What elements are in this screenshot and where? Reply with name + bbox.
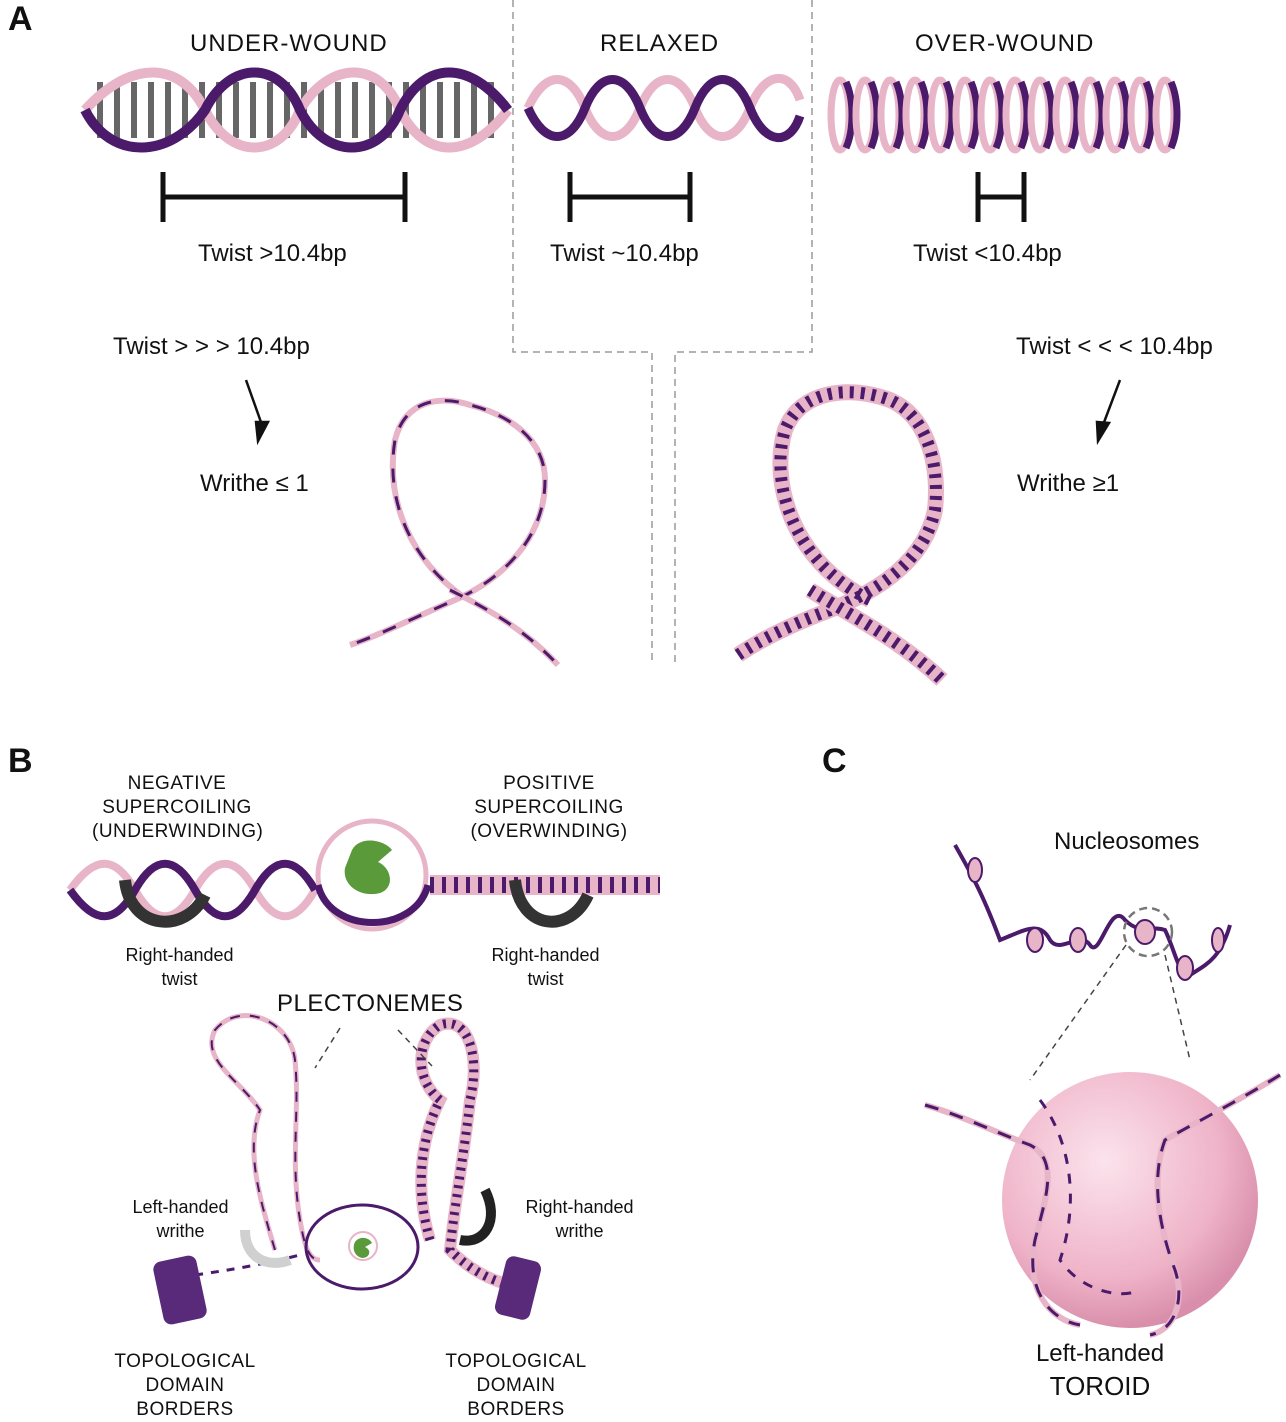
over-wound-twist: Twist <10.4bp xyxy=(913,240,1062,267)
panel-label-b: B xyxy=(8,742,33,780)
under-wound-title: UNDER-WOUND xyxy=(190,30,388,57)
coil-strand xyxy=(1042,80,1056,150)
b-center-ellipse xyxy=(304,1203,420,1291)
panel-label-a: A xyxy=(8,0,33,38)
right-right-handed-twist: Right-handed twist xyxy=(478,943,613,991)
right-writhe-arrow xyxy=(459,1187,496,1246)
coil-strand xyxy=(1017,80,1031,150)
plectonemes-title: PLECTONEMES xyxy=(277,990,464,1017)
right-writhe-line-2: writhe xyxy=(555,1221,604,1241)
left-twist-line-1: Right-handed xyxy=(125,945,234,965)
border-left-line-1: TOPOLOGICAL xyxy=(114,1351,256,1372)
coil-strand xyxy=(917,80,931,150)
writhe-arrows xyxy=(244,379,1122,446)
positive-line-2: SUPERCOILING xyxy=(474,797,624,818)
border-left-line-3: BORDERS xyxy=(136,1399,234,1420)
topological-borders-right: TOPOLOGICAL DOMAIN BORDERS xyxy=(431,1350,601,1422)
over-wound-twist-extreme: Twist < < < 10.4bp xyxy=(1016,333,1213,360)
relaxed-twist: Twist ~10.4bp xyxy=(550,240,699,267)
negative-line-3: (UNDERWINDING) xyxy=(92,821,264,842)
panel-label-c: C xyxy=(822,742,847,780)
b-left-plectoneme xyxy=(194,1013,321,1277)
negative-supercoiling-label: NEGATIVE SUPERCOILING (UNDERWINDING) xyxy=(92,772,264,844)
zoom-lines xyxy=(1029,944,1191,1081)
left-twist-line-2: twist xyxy=(161,969,198,989)
over-wound-title: OVER-WOUND xyxy=(915,30,1095,57)
plectoneme-pointer-lines xyxy=(314,1027,433,1069)
left-right-handed-twist: Right-handed twist xyxy=(112,943,247,991)
border-right-line-2: DOMAIN xyxy=(476,1375,556,1396)
c-toroid-dna xyxy=(924,1072,1282,1338)
coil-strand xyxy=(1092,80,1106,150)
negative-line-2: SUPERCOILING xyxy=(102,797,252,818)
negative-supercoil-loop xyxy=(349,397,561,668)
under-wound-writhe: Writhe ≤ 1 xyxy=(200,470,309,497)
b-left-twist-arrow xyxy=(119,879,211,928)
left-writhe-line-2: writhe xyxy=(156,1221,205,1241)
coil-strand xyxy=(1117,80,1131,150)
coil-strand xyxy=(1167,80,1181,150)
right-handed-writhe: Right-handed writhe xyxy=(512,1195,647,1243)
coil-strand xyxy=(892,80,906,150)
border-right-line-3: BORDERS xyxy=(467,1399,565,1420)
coil-strand xyxy=(842,80,856,150)
right-twist-line-1: Right-handed xyxy=(491,945,600,965)
positive-supercoiling-label: POSITIVE SUPERCOILING (OVERWINDING) xyxy=(464,772,634,844)
positive-line-1: POSITIVE xyxy=(503,773,595,794)
relaxed-title: RELAXED xyxy=(600,30,720,57)
relaxed-helix xyxy=(523,74,805,142)
border-left-line-2: DOMAIN xyxy=(145,1375,225,1396)
border-right-block xyxy=(494,1256,542,1320)
coil-strand xyxy=(942,80,956,150)
toroid-line-1: Left-handed xyxy=(1035,1340,1165,1367)
histone-core xyxy=(1002,1072,1258,1328)
scale-bars xyxy=(160,172,1027,222)
nucleosomes-label: Nucleosomes xyxy=(1054,828,1200,855)
toroid-label: Left-handed TOROID xyxy=(1020,1338,1180,1402)
relaxed-dashed-frame xyxy=(512,0,813,662)
coil-strand xyxy=(992,80,1006,150)
over-wound-helix xyxy=(827,76,1181,154)
coil-strand xyxy=(967,80,981,150)
b-right-twist-arrow xyxy=(509,879,594,928)
negative-line-1: NEGATIVE xyxy=(127,773,227,794)
left-writhe-line-1: Left-handed xyxy=(132,1197,229,1217)
c-nucleosome-fiber xyxy=(953,844,1232,981)
left-handed-writhe: Left-handed writhe xyxy=(118,1195,243,1243)
right-twist-line-2: twist xyxy=(527,969,564,989)
coil-strand xyxy=(1067,80,1081,150)
left-writhe-arrow xyxy=(240,1229,292,1268)
small-enzyme-icon xyxy=(353,1237,372,1258)
border-left-block xyxy=(153,1255,207,1325)
positive-supercoil-loop xyxy=(733,384,948,686)
topological-borders-left: TOPOLOGICAL DOMAIN BORDERS xyxy=(100,1350,270,1422)
b-negative-helix xyxy=(66,859,319,921)
positive-line-3: (OVERWINDING) xyxy=(470,821,628,842)
zoom-circle xyxy=(1122,906,1174,958)
toroid-line-2: TOROID xyxy=(1049,1371,1151,1401)
under-wound-twist: Twist >10.4bp xyxy=(198,240,347,267)
border-right-line-1: TOPOLOGICAL xyxy=(445,1351,587,1372)
coil-strand xyxy=(1142,80,1156,150)
coil-strand xyxy=(867,80,881,150)
right-writhe-line-1: Right-handed xyxy=(525,1197,634,1217)
under-wound-twist-extreme: Twist > > > 10.4bp xyxy=(113,333,310,360)
under-wound-helix xyxy=(80,67,512,153)
enzyme-icon xyxy=(344,840,392,895)
over-wound-writhe: Writhe ≥1 xyxy=(1017,470,1120,497)
b-right-plectoneme xyxy=(415,1017,512,1291)
